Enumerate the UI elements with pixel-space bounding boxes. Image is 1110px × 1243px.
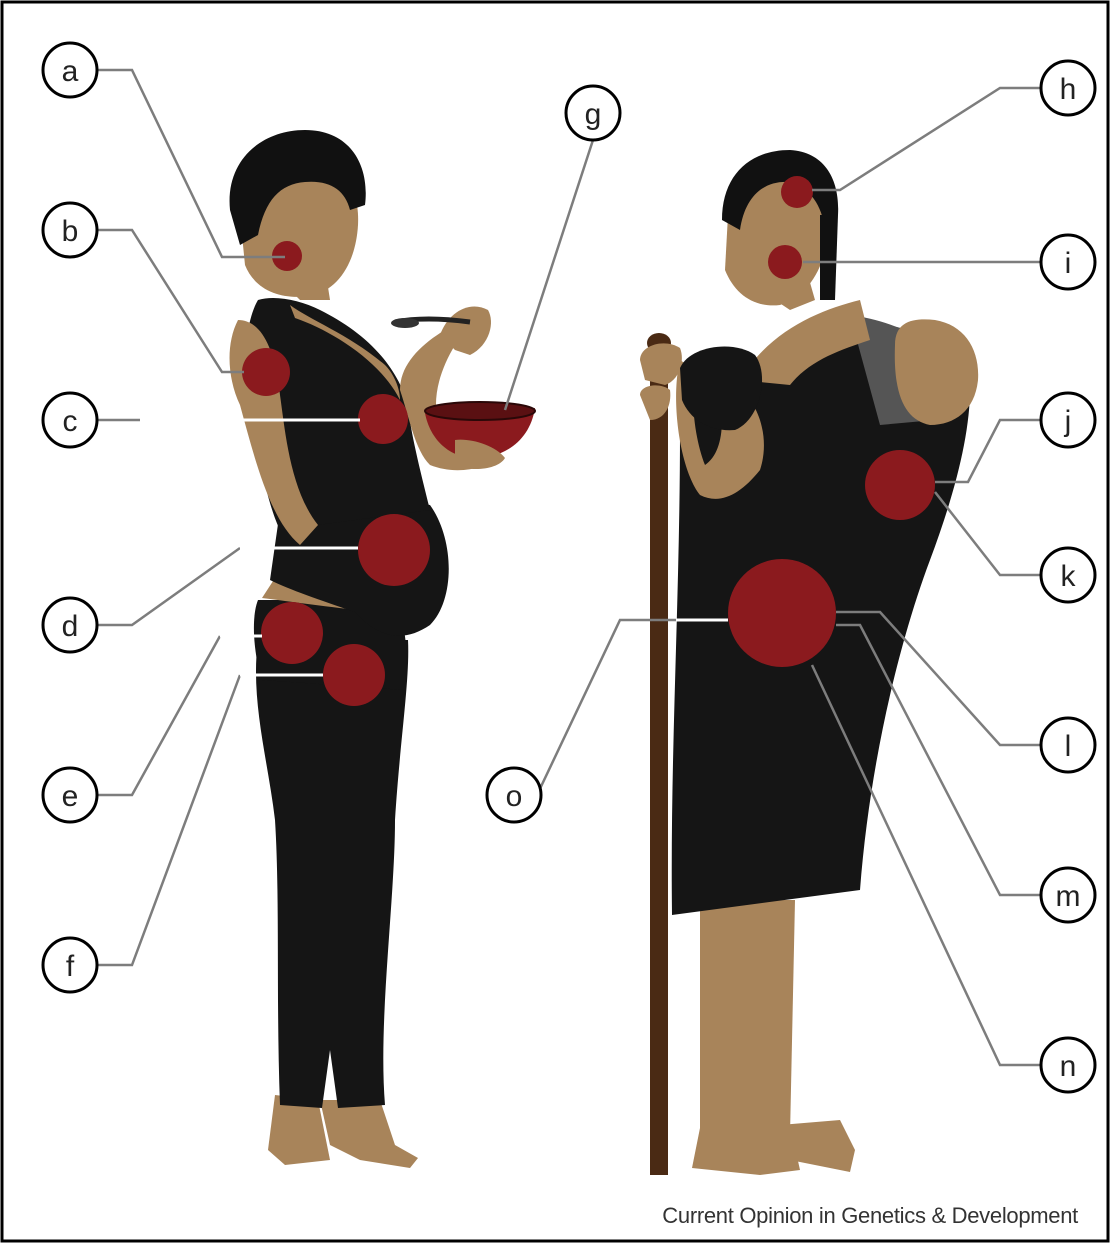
svg-text:i: i bbox=[1065, 247, 1072, 280]
callout-i: i bbox=[1041, 235, 1095, 289]
site-marker-scalp bbox=[781, 176, 813, 208]
callout-b: b bbox=[43, 203, 97, 257]
callout-n: n bbox=[1041, 1038, 1095, 1092]
svg-text:j: j bbox=[1064, 405, 1072, 438]
site-marker-abdomen bbox=[358, 514, 430, 586]
callout-l: l bbox=[1041, 718, 1095, 772]
svg-text:e: e bbox=[62, 780, 79, 813]
svg-text:d: d bbox=[62, 610, 79, 643]
svg-text:f: f bbox=[66, 950, 75, 983]
svg-text:m: m bbox=[1056, 880, 1081, 913]
site-marker-thigh bbox=[323, 644, 385, 706]
mother-with-baby-figure bbox=[640, 150, 978, 1175]
svg-text:k: k bbox=[1061, 560, 1077, 593]
svg-text:n: n bbox=[1060, 1050, 1077, 1083]
site-marker-upper-arm bbox=[242, 348, 290, 396]
site-marker-body-wrap bbox=[728, 559, 836, 667]
callout-a: a bbox=[43, 43, 97, 97]
callout-k: k bbox=[1041, 548, 1095, 602]
svg-text:b: b bbox=[62, 215, 79, 248]
site-marker-breast bbox=[358, 394, 408, 444]
svg-text:c: c bbox=[63, 405, 78, 438]
svg-text:o: o bbox=[506, 780, 523, 813]
svg-text:g: g bbox=[585, 98, 602, 131]
callout-c: c bbox=[43, 393, 97, 447]
callout-h: h bbox=[1041, 61, 1095, 115]
source-credit: Current Opinion in Genetics & Developmen… bbox=[662, 1203, 1078, 1229]
callout-m: m bbox=[1041, 868, 1095, 922]
site-marker-cheek-right bbox=[768, 245, 802, 279]
callout-j: j bbox=[1041, 393, 1095, 447]
site-marker-baby-contact bbox=[865, 450, 935, 520]
svg-text:h: h bbox=[1060, 73, 1077, 106]
callout-e: e bbox=[43, 768, 97, 822]
callout-f: f bbox=[43, 938, 97, 992]
site-marker-hip bbox=[261, 602, 323, 664]
callouts: a b c d e f g h bbox=[43, 43, 1095, 1092]
callout-g: g bbox=[566, 86, 620, 140]
callout-d: d bbox=[43, 598, 97, 652]
svg-text:l: l bbox=[1065, 730, 1072, 763]
callout-o: o bbox=[487, 768, 541, 822]
svg-text:a: a bbox=[62, 55, 79, 88]
